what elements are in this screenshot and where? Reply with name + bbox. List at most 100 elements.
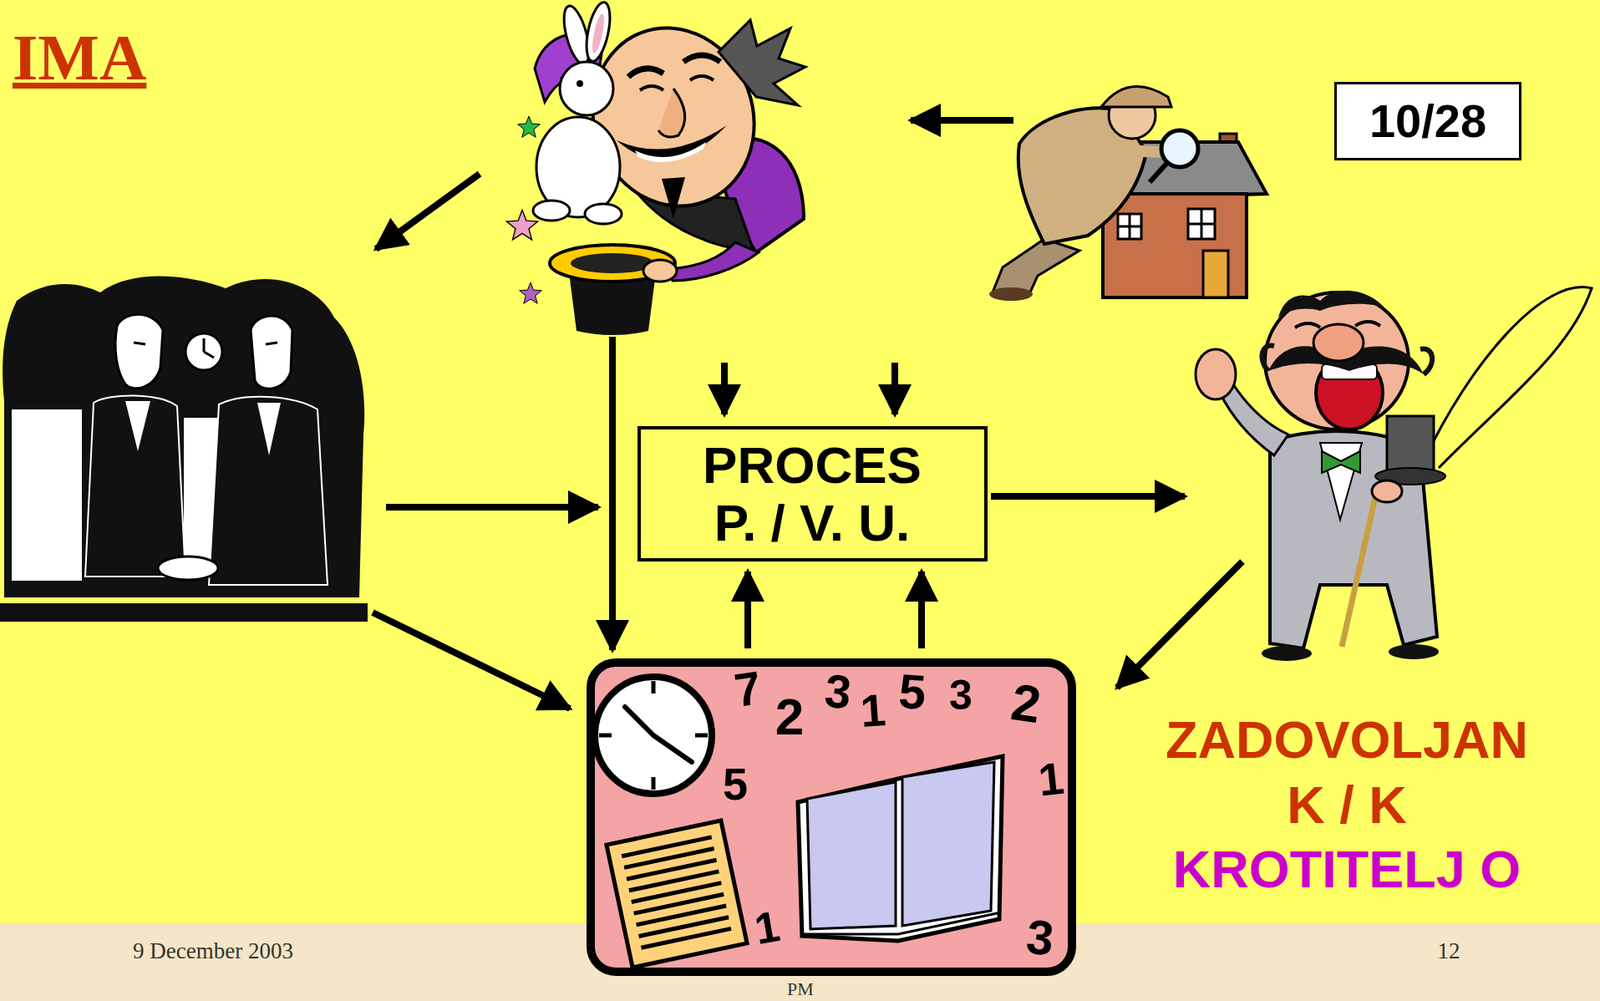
ringmaster-illustration-part (1371, 480, 1402, 503)
ringmaster-illustration-part (1278, 290, 1387, 318)
schedule-books-illustration-part (594, 676, 712, 794)
magician-illustration-part (518, 116, 541, 138)
magician-illustration-part (582, 0, 615, 63)
clipart-number: 5 (722, 761, 748, 807)
schedule-books-illustration-part (599, 680, 708, 790)
handshake-illustration-part (0, 603, 368, 622)
schedule-books-illustration-part-part (621, 837, 732, 948)
flow-arrow-set-part (918, 571, 925, 649)
magician-illustration-part (661, 177, 686, 219)
detective-illustration-part (1117, 213, 1142, 239)
slide-number: 12 (1437, 939, 1461, 963)
detective-illustration-part (1188, 208, 1215, 239)
process-box: PROCESP. / V. U. (637, 426, 988, 562)
clipart-number: 1 (858, 686, 888, 734)
ringmaster-illustration-part (1321, 451, 1361, 473)
detective-illustration-part (1161, 130, 1199, 168)
magician-illustration-part (519, 282, 543, 304)
clipart-number: 3 (949, 674, 973, 717)
schedule-books-illustration (590, 662, 1072, 972)
clipart-number: 5 (897, 666, 928, 717)
ringmaster-illustration-part (1388, 644, 1439, 660)
clipart-number: 2 (775, 690, 804, 743)
flow-arrow-set-part (386, 503, 599, 511)
magician-illustration-part (683, 55, 721, 62)
flow-arrow-set-part (891, 362, 899, 415)
schedule-books-illustration-part (590, 662, 1072, 972)
schedule-books-illustration-part (807, 782, 896, 930)
box-heading: PROCES (702, 436, 922, 494)
magician-illustration-part (718, 20, 806, 106)
ringmaster-illustration-part (1420, 287, 1592, 468)
magician-illustration-part (559, 61, 614, 116)
footer-date: 9 December 2003 (132, 939, 294, 963)
detective-illustration-part (989, 287, 1033, 301)
magician-illustration-part (584, 203, 622, 224)
slide-title: IMA (12, 21, 147, 94)
handshake-illustration-part (115, 314, 163, 389)
schedule-books-illustration-part-part (606, 820, 747, 968)
schedule-books-illustration-part (902, 761, 995, 926)
flow-arrow-set-part (609, 336, 616, 651)
detective-illustration-part (1102, 193, 1247, 298)
magician-illustration-part (589, 12, 607, 54)
flow-arrow-set (372, 120, 1243, 709)
schedule-books-illustration-part (803, 912, 1001, 935)
outcome-label: K / K (1286, 778, 1407, 832)
magician-illustration-part (616, 125, 727, 160)
box-text: P. / V. U. (714, 493, 910, 552)
clipart-number: 3 (1024, 911, 1057, 963)
handshake-illustration-part (265, 342, 278, 345)
handshake-illustration-part (85, 395, 186, 577)
detective-illustration-part (1149, 163, 1167, 183)
handshake-illustration-part (2, 276, 365, 598)
box-heading: 10/28 (1369, 95, 1487, 148)
flow-arrow-set-part (990, 492, 1185, 500)
ringmaster-illustration-part (1341, 489, 1377, 647)
page-counter-box: 10/28 (1334, 81, 1522, 161)
magician-illustration-part (533, 200, 570, 221)
magician-illustration-part (690, 76, 714, 81)
magician-illustration-part (628, 68, 664, 77)
flow-arrow-set-part (910, 116, 1014, 124)
handshake-illustration-part (133, 342, 146, 345)
magician-illustration-part (643, 259, 677, 282)
detective-illustration-part (1203, 250, 1229, 298)
magician-illustration-part (576, 80, 584, 87)
magician-illustration-part (668, 242, 759, 281)
magician-illustration-part (634, 142, 707, 163)
schedule-books-illustration-part (624, 706, 692, 762)
flow-arrow-set-part (372, 612, 570, 709)
flow-arrow-set-part (1117, 561, 1243, 688)
detective-illustration-part (1101, 86, 1172, 108)
magician-illustration-part (506, 209, 538, 239)
flow-arrow-set-part (744, 571, 752, 649)
magician-illustration (506, 0, 806, 336)
clipart-number: 1 (1036, 755, 1067, 803)
handshake-illustration-part (11, 409, 82, 581)
outcome-label: KROTITELJ O (1173, 843, 1522, 896)
detective-illustration-part (1119, 150, 1165, 153)
schedule-books-illustration-part (606, 820, 747, 968)
ringmaster-illustration-part (1195, 349, 1236, 400)
ringmaster-illustration (1195, 287, 1592, 661)
ringmaster-illustration-part (1320, 442, 1362, 520)
outcome-label: ZADOVOLJAN (1165, 713, 1529, 767)
flow-arrow-set-part (721, 362, 728, 415)
footer-text: PM (787, 980, 814, 999)
magician-illustration-part (570, 253, 655, 274)
handshake-illustration-part (185, 333, 223, 371)
magician-illustration-part (640, 86, 664, 91)
handshake-illustration-part (257, 402, 281, 456)
detective-illustration-part (992, 238, 1080, 295)
ringmaster-illustration-part (1313, 324, 1364, 361)
ringmaster-illustration-part (1261, 645, 1312, 661)
schedule-books-illustration-part (797, 756, 1003, 941)
clipart-number: 3 (822, 667, 854, 717)
magician-illustration-part (658, 88, 686, 138)
detective-illustration (989, 86, 1267, 302)
handshake-illustration-part (157, 556, 219, 580)
detective-illustration-part (1117, 213, 1142, 239)
handshake-illustration-part (125, 401, 151, 452)
